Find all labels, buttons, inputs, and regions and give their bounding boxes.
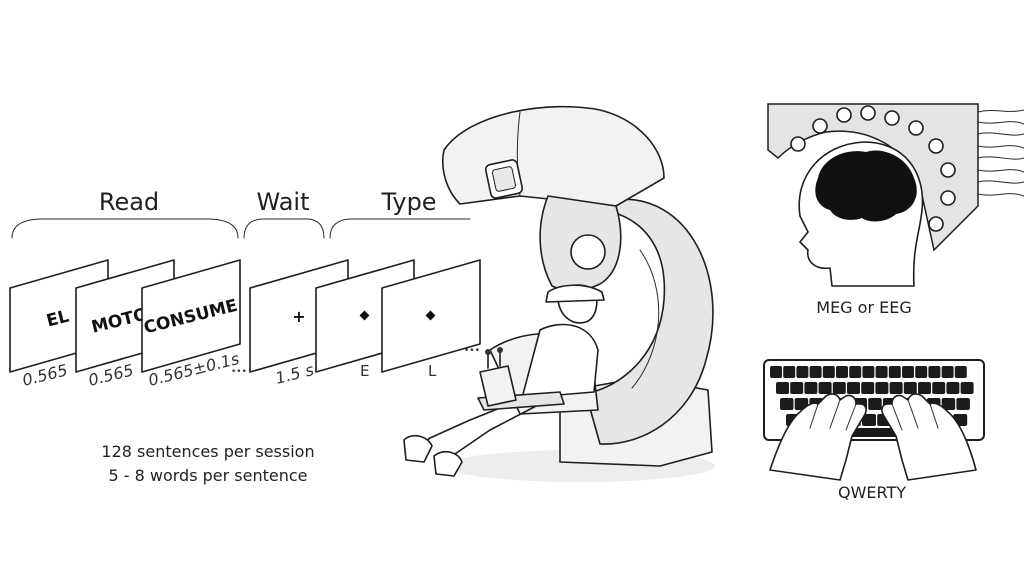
keyboard-key <box>770 366 782 378</box>
type-card-letter: L <box>428 362 437 380</box>
keyboard-key <box>790 382 804 394</box>
keyboard-key <box>888 366 901 378</box>
keyboard-key <box>780 398 794 410</box>
meg-scanner-illustration <box>403 105 715 482</box>
keyboard-key <box>956 398 970 410</box>
type-card-letter: E <box>360 362 369 380</box>
keyboard-key <box>861 382 875 394</box>
type-dot <box>359 310 370 321</box>
typing-hands-icon <box>769 393 977 481</box>
keyboard-key <box>946 382 960 394</box>
keyboard-key <box>776 382 789 394</box>
keyboard-illustration <box>763 359 985 481</box>
meg-eeg-label: MEG or EEG <box>816 298 911 317</box>
keyboard-key <box>918 382 931 394</box>
keyboard-key <box>862 366 875 378</box>
keyboard-key <box>928 366 941 378</box>
keyboard-key <box>804 382 818 394</box>
fixation-cross: + <box>292 307 305 326</box>
type-card-2 <box>381 259 481 373</box>
keyboard-key <box>941 366 954 378</box>
keyboard-key <box>836 366 848 378</box>
keyboard-key <box>818 382 832 394</box>
phase-label-wait: Wait <box>257 188 310 216</box>
keyboard-key <box>915 366 928 378</box>
keyboard-key <box>868 398 882 410</box>
type-ellipsis: ••• <box>464 346 480 356</box>
keyboard-key <box>875 382 889 394</box>
sensor-dots <box>790 105 956 232</box>
phase-label-read: Read <box>99 188 159 216</box>
keyboard-key <box>809 366 822 378</box>
keyboard-key <box>889 382 903 394</box>
keyboard-key <box>832 382 846 394</box>
keyboard-key <box>875 366 888 378</box>
keyboard-key <box>783 366 796 378</box>
session-info-line1: 128 sentences per session <box>101 442 314 461</box>
read-card-3: CONSUME <box>141 259 241 373</box>
phase-brackets <box>11 218 471 239</box>
sensor-cable-bundle <box>977 109 1024 197</box>
keyboard-key <box>903 382 917 394</box>
keyboard-key <box>960 382 974 394</box>
keyboard-key <box>932 382 946 394</box>
keyboard-key <box>822 366 835 378</box>
keyboard-key <box>849 366 862 378</box>
keyboard-key <box>954 366 967 378</box>
keyboard-key <box>902 366 914 378</box>
session-info-line2: 5 - 8 words per sentence <box>108 466 307 485</box>
phase-label-type: Type <box>380 188 436 216</box>
meg-eeg-illustration <box>767 103 1024 287</box>
keyboard-label: QWERTY <box>838 483 906 502</box>
type-dot <box>425 310 436 321</box>
brain-icon <box>815 150 917 222</box>
keyboard-key <box>847 382 860 394</box>
keyboard-key <box>941 398 956 410</box>
read-ellipsis: ••• <box>231 367 247 377</box>
keyboard-key <box>862 414 876 426</box>
keyboard-key <box>796 366 809 378</box>
